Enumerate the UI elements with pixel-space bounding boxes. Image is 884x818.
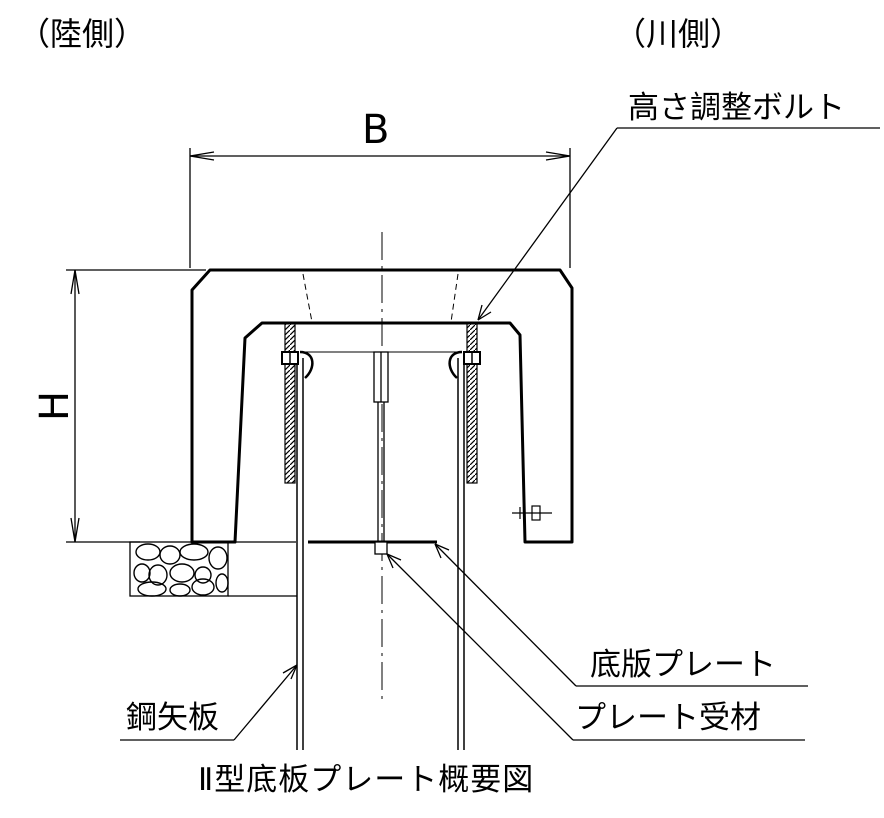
dashed-taper-lines <box>302 273 459 323</box>
leader-lines <box>120 127 880 741</box>
steel-sheet-piles <box>296 358 465 750</box>
plate-support-member <box>373 351 389 555</box>
label-dimension-b: B <box>362 107 390 153</box>
dimension-b <box>189 148 571 268</box>
label-height-adjust-bolt: 高さ調整ボルト <box>628 90 845 126</box>
height-adjust-bolts <box>284 322 478 484</box>
anchor-marker <box>512 505 552 521</box>
gravel-bed <box>129 541 297 597</box>
figure-title: Ⅱ型底板プレート概要図 <box>198 762 535 798</box>
label-steel-sheet-pile: 鋼矢板 <box>126 700 219 736</box>
label-dimension-h: H <box>32 390 79 422</box>
label-plate-support: プレート受材 <box>575 700 761 736</box>
label-bottom-plate: 底版プレート <box>590 647 776 683</box>
label-river-side: （川側） <box>614 15 743 53</box>
dimension-h <box>66 269 206 543</box>
concrete-cap-outline <box>190 268 574 544</box>
label-land-side: （陸側） <box>18 15 147 53</box>
